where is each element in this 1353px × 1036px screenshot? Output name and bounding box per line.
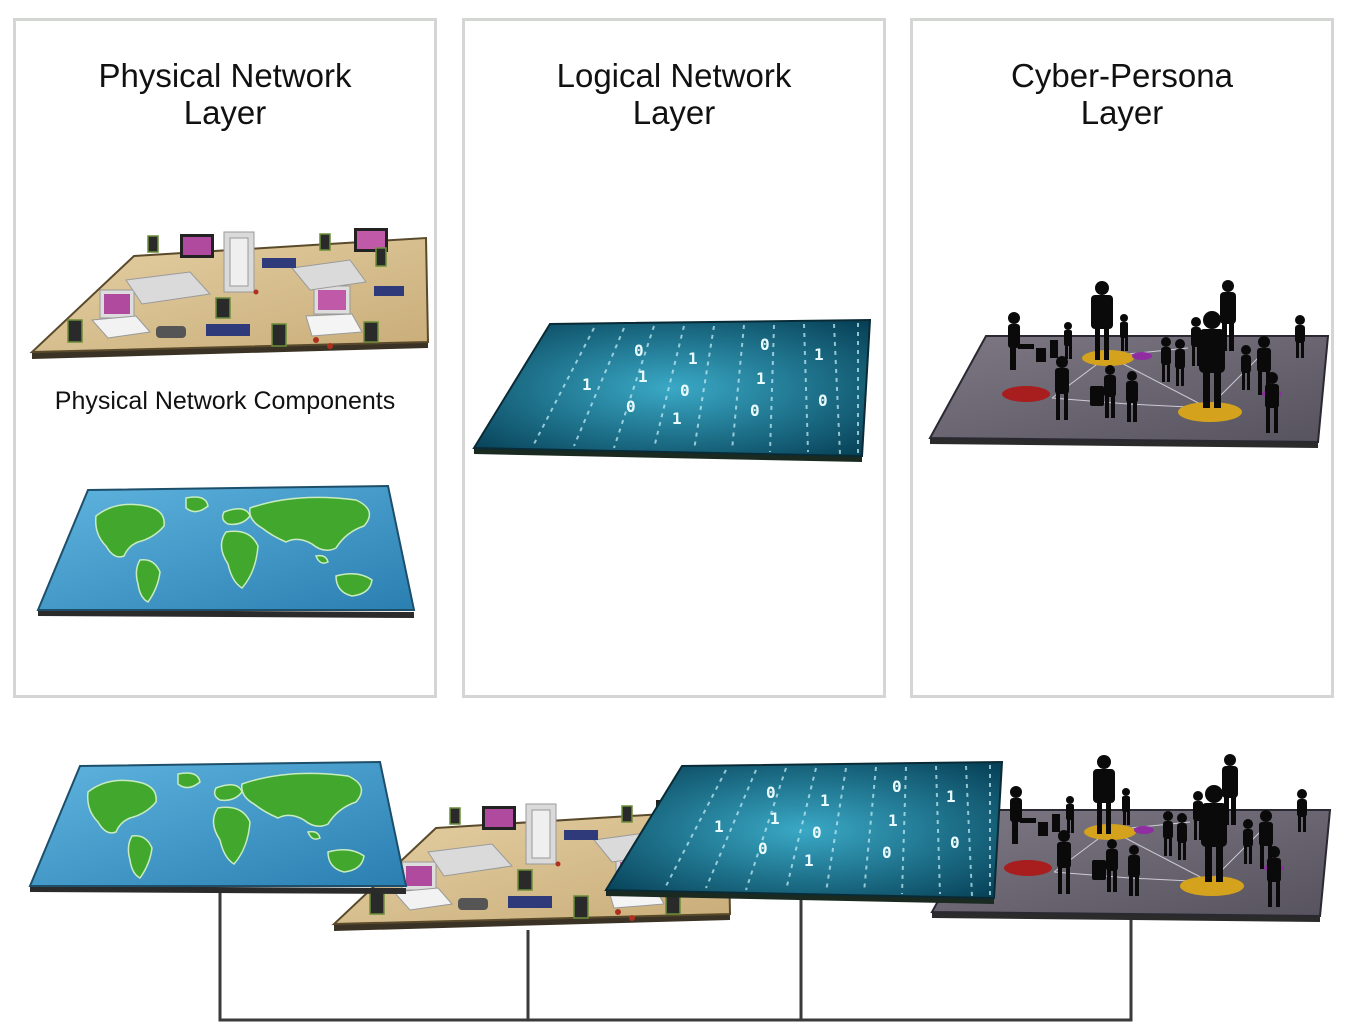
panel-caption: Physical Network Components — [54, 387, 396, 415]
panel-title: Logical Network Layer — [556, 57, 792, 131]
stack-world-map-board — [29, 761, 407, 895]
panel-title: Cyber-Persona Layer — [1011, 57, 1233, 131]
panel-title: Physical Network Layer — [98, 57, 352, 131]
stack-logical-network-board — [605, 761, 1003, 905]
